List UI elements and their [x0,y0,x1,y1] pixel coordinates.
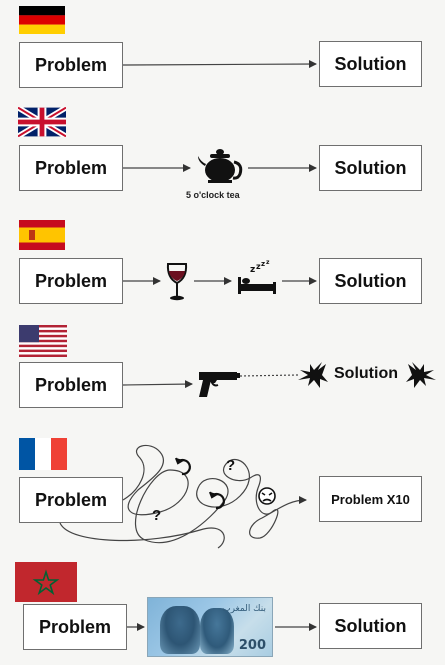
pistol-icon [199,372,240,397]
solution-box-france: Problem X10 [319,476,422,522]
svg-text:z: z [250,265,255,275]
banknote-image: بنك المغرب 200 [147,597,273,657]
problem-box-usa: Problem [19,362,123,408]
problem-box-france: Problem [19,477,123,523]
bed-sleep-icon: z z z z [238,260,276,294]
question-mark-icon: ? [152,507,161,524]
explosion-burst-icon [406,362,436,388]
banknote-script: بنك المغرب [222,604,266,614]
flag-france [19,438,67,470]
flag-spain [19,220,65,250]
rotate-arrows-icon [174,457,191,476]
problem-box-uk: Problem [19,145,123,191]
flag-germany [19,6,65,34]
solution-box-spain: Solution [319,258,422,304]
problem-box-germany: Problem [19,42,123,88]
banknote-portrait [160,606,200,654]
flag-morocco [15,562,77,602]
teapot-icon [198,149,243,183]
problem-box-morocco: Problem [23,604,127,650]
tea-caption: 5 o'clock tea [186,190,240,200]
problem-box-spain: Problem [19,258,123,304]
svg-text:z: z [261,260,265,268]
flag-usa [19,325,67,357]
solution-burst-usa: Solution [334,365,398,382]
solution-box-germany: Solution [319,41,422,87]
banknote-portrait [200,608,234,654]
banknote-value: 200 [238,638,266,653]
angry-face-icon [258,487,276,505]
svg-text:z: z [266,260,270,266]
rotate-arrows-icon [208,491,225,510]
explosion-burst-icon [298,362,328,388]
wine-glass-icon [166,263,188,301]
flag-uk [18,107,66,137]
svg-text:z: z [256,262,261,271]
solution-box-uk: Solution [319,145,422,191]
question-mark-icon: ? [226,457,235,474]
solution-box-morocco: Solution [319,603,422,649]
